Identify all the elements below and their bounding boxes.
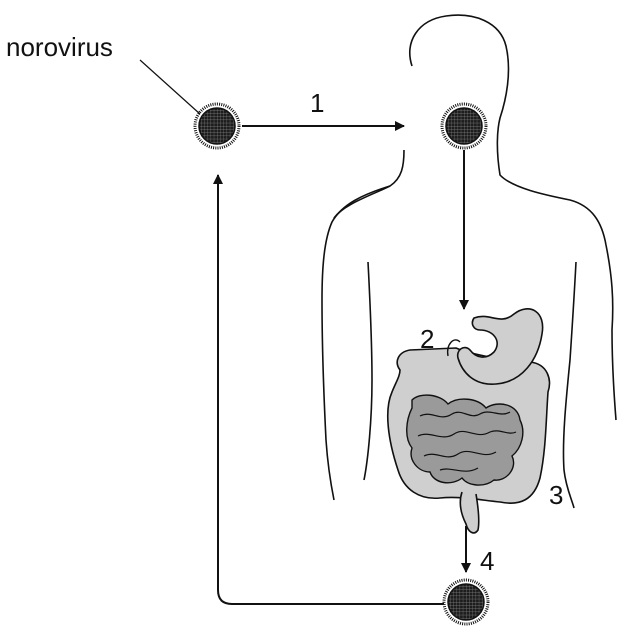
- norovirus-particle-mouth-icon: [442, 104, 486, 148]
- norovirus-particle-icon: [195, 104, 239, 148]
- left-arm-inner: [364, 262, 372, 480]
- norovirus-label: norovirus: [6, 32, 113, 62]
- norovirus-particle-shed-icon: [444, 580, 488, 624]
- step3-label: 3: [549, 480, 563, 510]
- left-shoulder-line: [322, 186, 390, 500]
- rectum-icon: [460, 492, 478, 533]
- right-arm-inner: [563, 262, 576, 508]
- step1-label: 1: [310, 88, 324, 118]
- virus-label-leader: [140, 60, 200, 114]
- step2-label: 2: [420, 324, 434, 354]
- step4-label: 4: [480, 546, 494, 576]
